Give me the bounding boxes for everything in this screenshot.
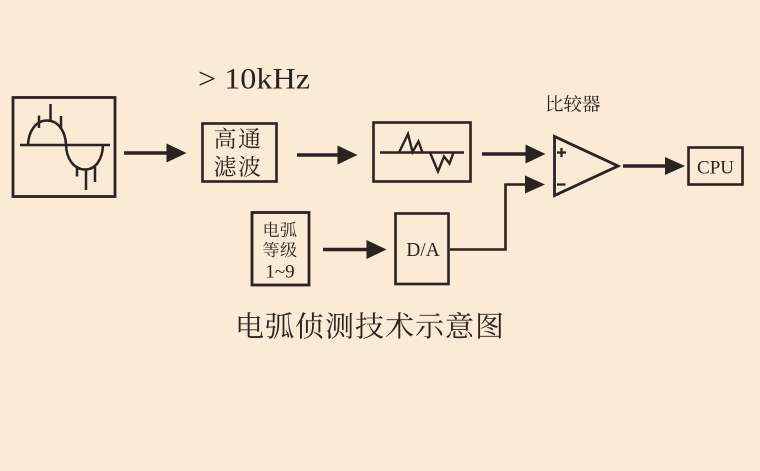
svg-text:D/A: D/A [406, 240, 440, 261]
svg-text:CPU: CPU [697, 158, 734, 179]
svg-text:> 10kHz: > 10kHz [198, 63, 310, 96]
svg-text:1~9: 1~9 [265, 262, 294, 283]
